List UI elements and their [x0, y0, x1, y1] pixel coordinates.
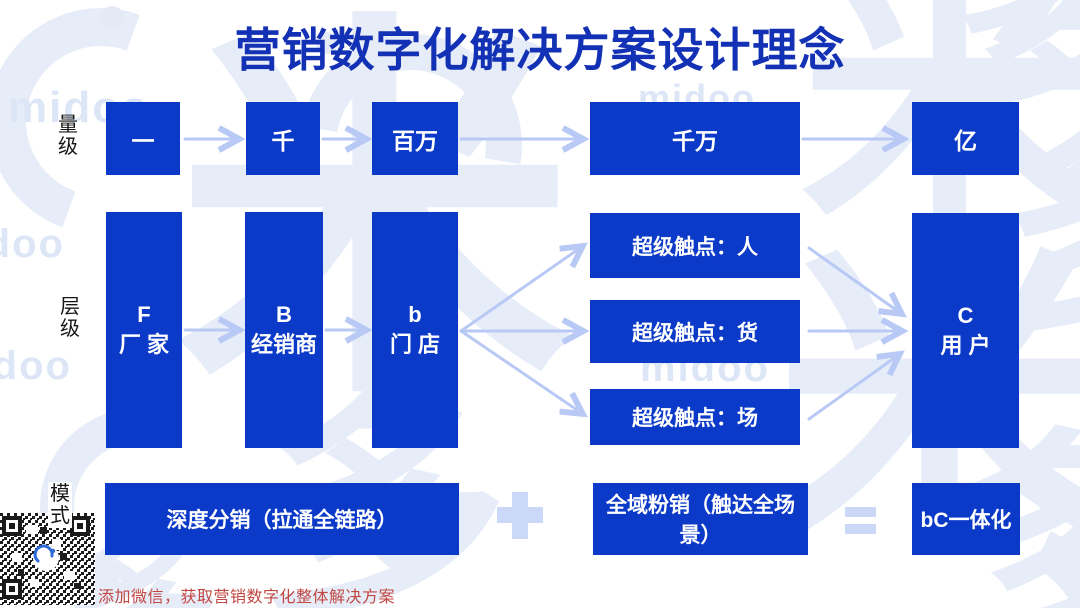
- row-label-mode: 模式: [48, 482, 72, 528]
- qr-finder-patterns: [2, 516, 90, 599]
- equals-icon: [845, 507, 876, 534]
- box-store-line1: b: [408, 302, 422, 327]
- box-factory-line1: F: [137, 302, 151, 327]
- box-factory-line2: 厂 家: [118, 332, 170, 357]
- qr-center-bird-logo: [33, 544, 59, 571]
- page-title: 营销数字化解决方案设计理念: [234, 24, 846, 76]
- bird-head-dot: [100, 6, 124, 30]
- box-consumer-line2: 用 户: [940, 332, 991, 358]
- box-store: b 门 店: [372, 212, 458, 448]
- box-magnitude-thousand: 千: [246, 102, 320, 175]
- equals-icon-top-bar: [845, 507, 876, 517]
- equals-icon-bottom-bar: [845, 524, 876, 534]
- wechat-note: 添加微信，获取营销数字化整体解决方案: [98, 589, 396, 606]
- box-bc-integration: bC一体化: [912, 483, 1020, 555]
- box-touchpoint-person: 超级触点：人: [590, 213, 800, 278]
- row-label-magnitude: 量级: [58, 114, 78, 158]
- box-magnitude-one: 一: [106, 102, 180, 175]
- box-touchpoint-goods: 超级触点：货: [590, 300, 800, 363]
- box-magnitude-ten-million: 千万: [590, 102, 800, 175]
- box-consumer-line1: C: [957, 302, 974, 328]
- bird-head-dot: [316, 32, 338, 54]
- box-fan-marketing: 全域粉销（触达全场景）: [593, 483, 808, 555]
- box-consumer: C 用 户: [912, 213, 1019, 448]
- box-touchpoint-scene: 超级触点：场: [590, 389, 800, 445]
- qr-code: [0, 513, 95, 605]
- watermark-brand-text: midoo: [0, 344, 72, 388]
- watermark-duo-glyph: 多: [952, 0, 1080, 131]
- box-distributor-line1: B: [276, 302, 292, 327]
- box-magnitude-hundred-million: 亿: [912, 102, 1019, 175]
- box-deep-distribution: 深度分销（拉通全链路）: [105, 483, 459, 555]
- plus-icon: [497, 492, 543, 539]
- box-magnitude-million: 百万: [372, 102, 458, 175]
- box-distributor-line2: 经销商: [250, 332, 317, 357]
- box-distributor: B 经销商: [245, 212, 323, 448]
- box-factory: F 厂 家: [106, 212, 182, 448]
- row-label-hierarchy: 层级: [60, 296, 80, 340]
- watermark-brand-text: midoo: [0, 222, 65, 266]
- plus-icon-horizontal-bar: [497, 507, 543, 523]
- box-store-line2: 门 店: [389, 332, 441, 357]
